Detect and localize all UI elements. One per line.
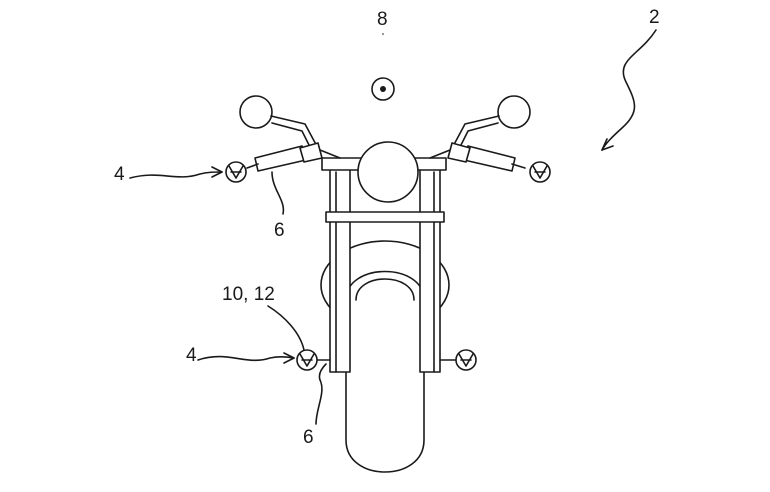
lower-triple-clamp xyxy=(325,211,445,223)
mirror-right xyxy=(497,95,531,129)
leader-arrowhead-2 xyxy=(601,138,614,151)
mirror-left xyxy=(239,95,273,129)
leader-10-12 xyxy=(267,305,305,351)
indicator-rear-right xyxy=(455,349,477,371)
leader-arrow-4-rear xyxy=(197,355,295,362)
ref-label-2: 2 xyxy=(649,7,660,28)
indicator-front-right xyxy=(529,161,551,183)
leader-6-front xyxy=(271,171,285,215)
center-sensor-dot xyxy=(380,86,386,92)
tire-inner-line xyxy=(355,278,415,301)
ref-label-8: 8 xyxy=(377,9,388,30)
front-tire xyxy=(345,270,425,473)
leader-arrow-2 xyxy=(601,29,657,151)
headlight xyxy=(357,141,419,203)
ref-label-6-front: 6 xyxy=(274,220,285,241)
handlebar-right-clamp xyxy=(447,142,471,163)
leader-6-rear xyxy=(315,363,327,425)
handlebar-right xyxy=(463,145,516,172)
handlebar-left-clamp xyxy=(299,142,323,163)
leader-arrow-4-front xyxy=(129,171,223,179)
ref-label-4-front: 4 xyxy=(114,164,125,185)
indicator-front-left xyxy=(225,161,247,183)
fork-leg-right xyxy=(419,159,441,373)
handlebar-left xyxy=(254,145,307,172)
ref-label-6-rear: 6 xyxy=(303,427,314,448)
ref-label-4-rear: 4 xyxy=(186,345,197,366)
fork-leg-left xyxy=(329,159,351,373)
indicator-rear-left xyxy=(296,349,318,371)
ref-label-10-12: 10, 12 xyxy=(222,284,275,305)
